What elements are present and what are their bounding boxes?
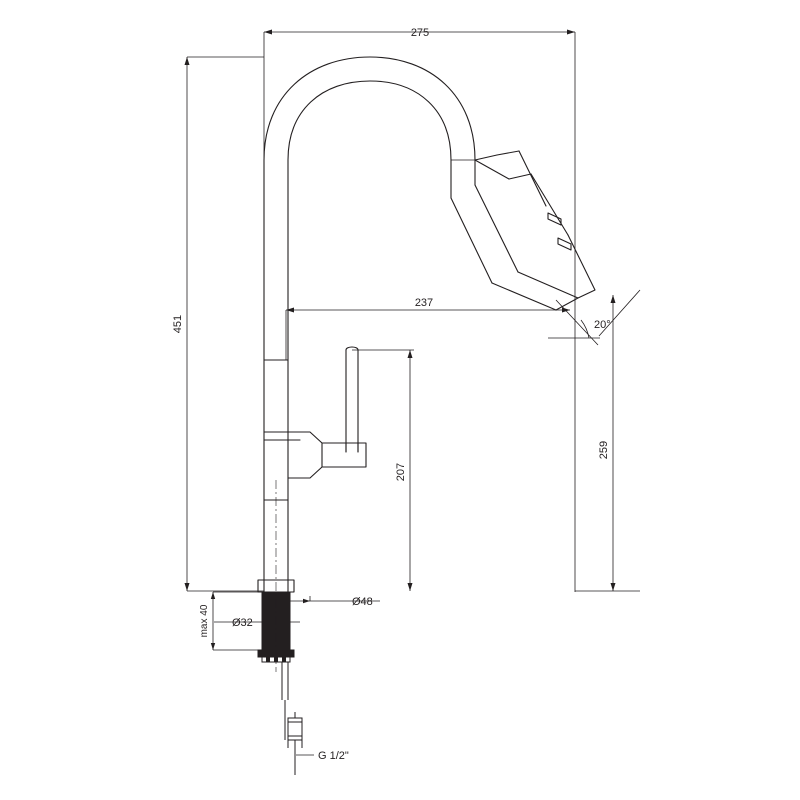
dimension-arrowheads	[184, 29, 616, 650]
dim-label-451: 451	[172, 315, 184, 333]
angle-annotation	[548, 289, 641, 346]
supply-hose	[281, 662, 289, 740]
dim-label-d48: Ø48	[352, 596, 373, 608]
dim-label-max40: max 40	[199, 604, 210, 637]
dimension-lines	[186, 31, 640, 756]
dim-label-207: 207	[395, 463, 407, 481]
dim-label-20deg: 20°	[594, 319, 611, 331]
dim-label-275: 275	[411, 27, 429, 39]
faucet-body-outline	[257, 56, 596, 593]
dim-label-g12: G 1/2"	[318, 750, 349, 762]
dim-label-237: 237	[415, 297, 433, 309]
dim-label-259: 259	[598, 441, 610, 459]
dim-label-d32: Ø32	[232, 617, 253, 629]
thread-connector-detail	[287, 712, 303, 775]
